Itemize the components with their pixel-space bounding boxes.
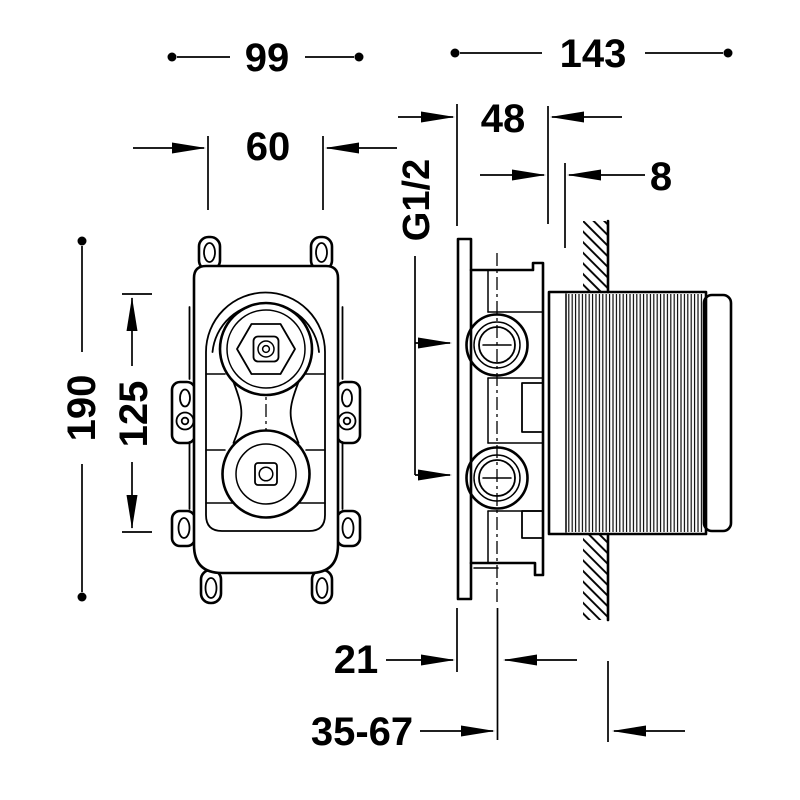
dim-body-depth: 48 — [398, 97, 622, 226]
threaded-sleeve — [547, 290, 733, 536]
top-dial — [218, 301, 314, 397]
waist-outline — [232, 381, 300, 444]
dim-body-width: 60 — [133, 125, 397, 210]
dim-height-overall-label: 190 — [60, 375, 104, 442]
valve-body-profile — [469, 261, 545, 577]
wall-section — [583, 219, 610, 622]
mounting-ear-bottom-right — [310, 568, 334, 605]
mounting-ear-bottom-left — [199, 568, 223, 605]
dim-wall-clearance: 8 — [480, 155, 672, 248]
hex-nut — [236, 323, 296, 375]
dim-axis-to-front-label: 21 — [334, 638, 379, 682]
dim-recess-height: 125 — [112, 293, 156, 533]
front-view — [170, 235, 362, 605]
dim-wall-clearance-label: 8 — [650, 155, 672, 199]
wall-hatch-top — [583, 221, 608, 292]
dimensions: 99 60 190 125 — [60, 32, 733, 754]
thread-callout: G1/2 — [396, 159, 452, 481]
thread-callout-label: G1/2 — [396, 159, 438, 241]
side-tab-upper-right — [335, 380, 362, 445]
sleeve-end-cap — [702, 293, 733, 533]
wall-hatch-bottom — [583, 534, 608, 620]
body-interior-lines — [473, 269, 544, 569]
dim-installation-depth-range: 35-67 — [311, 661, 685, 754]
dim-installation-depth-range-label: 35-67 — [311, 710, 413, 754]
dim-height-overall: 190 — [60, 236, 104, 602]
dim-width-overall: 99 — [167, 36, 364, 80]
side-tab-lower-left — [170, 509, 197, 548]
side-view — [456, 219, 733, 622]
dim-axis-to-front: 21 — [334, 608, 577, 740]
dim-width-overall-label: 99 — [245, 36, 290, 80]
body-side-strips — [188, 306, 344, 510]
bottom-dial — [221, 429, 311, 519]
dim-depth-overall-label: 143 — [560, 32, 627, 76]
sleeve-ribs — [566, 294, 703, 532]
side-tab-upper-left — [170, 380, 197, 445]
recess-outline — [205, 291, 326, 532]
dim-body-depth-label: 48 — [481, 97, 526, 141]
dim-body-width-label: 60 — [246, 125, 291, 169]
mounting-plate — [456, 237, 473, 601]
dim-recess-height-label: 125 — [112, 381, 156, 448]
dim-depth-overall: 143 — [450, 32, 733, 76]
side-tab-lower-right — [335, 509, 362, 548]
